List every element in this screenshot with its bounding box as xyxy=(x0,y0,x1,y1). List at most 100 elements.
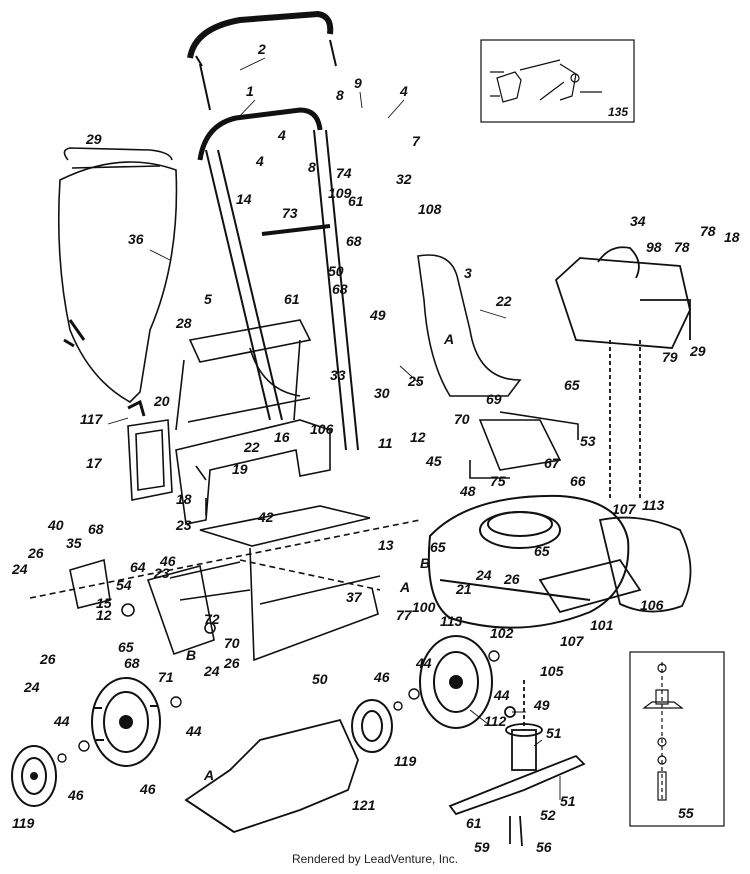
callout-5: 5 xyxy=(204,291,212,307)
callout-10: 9 xyxy=(354,75,362,91)
bag-frame xyxy=(175,319,312,431)
callout-A1: A xyxy=(443,331,454,347)
callout-69c: 68 xyxy=(88,521,104,537)
callout-58: 52 xyxy=(540,807,556,823)
callout-15: 15 xyxy=(96,595,112,611)
callout-12b: 12 xyxy=(96,607,112,623)
callout-111b: 107 xyxy=(560,633,585,649)
callout-98a: 78 xyxy=(700,223,716,239)
rear-wheel-spacers xyxy=(57,696,182,763)
blade-assembly xyxy=(448,680,586,847)
callout-40: 40 xyxy=(47,517,64,533)
callout-32: 29 xyxy=(689,343,706,359)
front-wheel-spacers xyxy=(393,650,500,711)
lower-handle xyxy=(197,107,359,451)
callout-44c: 44 xyxy=(185,723,202,739)
callout-61: 54 xyxy=(116,577,132,593)
rear-linkage xyxy=(469,411,579,479)
callout-44b: 44 xyxy=(415,655,432,671)
callout-100: 79 xyxy=(662,349,678,365)
callout-56: 51 xyxy=(560,793,576,809)
callout-26b: 24 xyxy=(11,561,28,577)
rear-bracket xyxy=(175,419,331,525)
callout-29: 28 xyxy=(175,315,192,331)
grass-bag xyxy=(57,147,178,403)
callout-105: 101 xyxy=(590,617,614,633)
callout-A3: A xyxy=(203,767,214,783)
callout-44d: 44 xyxy=(53,713,70,729)
callout-23: 23 xyxy=(175,517,192,533)
callout-73: 71 xyxy=(158,669,174,685)
callout-112b: 113 xyxy=(440,613,463,629)
callout-48: 46 xyxy=(139,781,156,797)
callout-78: 73 xyxy=(282,205,298,221)
inset-box-55 xyxy=(629,651,725,827)
height-adjuster xyxy=(29,519,421,656)
callout-46: 45 xyxy=(425,453,442,469)
callout-101: 98 xyxy=(646,239,662,255)
engine xyxy=(554,246,691,500)
callout-72: 70 xyxy=(224,635,240,651)
callout-52: 49 xyxy=(369,307,386,323)
callout-9: 8 xyxy=(308,159,316,175)
callout-68c: 65 xyxy=(118,639,134,655)
rear-shield xyxy=(417,254,522,397)
callout-69b: 68 xyxy=(332,281,348,297)
callout-38: 36 xyxy=(128,231,144,247)
callout-37: 35 xyxy=(66,535,82,551)
callout-3: 3 xyxy=(464,265,472,281)
callout-35: 33 xyxy=(330,367,346,383)
callout-54: 50 xyxy=(328,263,344,279)
callout-66: 65 xyxy=(430,539,446,555)
callout-65: 67 xyxy=(544,455,561,471)
callout-44a: 44 xyxy=(493,687,510,703)
inset-label-135: 135 xyxy=(608,105,628,119)
callout-34: 32 xyxy=(396,171,412,187)
callout-25: 23 xyxy=(153,565,170,581)
footer-credit: Rendered by LeadVenture, Inc. xyxy=(291,852,459,866)
callout-106: 102 xyxy=(490,625,514,641)
rear-wheel-cap xyxy=(11,745,57,807)
callout-51: 50 xyxy=(312,671,328,687)
callout-4b: 4 xyxy=(277,127,286,143)
callout-59: 53 xyxy=(580,433,596,449)
callout-63c: 61 xyxy=(466,815,482,831)
callout-B1: B xyxy=(420,555,430,571)
callout-28a: 26 xyxy=(503,571,520,587)
upper-handle xyxy=(187,10,337,111)
side-cover xyxy=(538,516,692,614)
callout-18: 18 xyxy=(176,491,192,507)
discharge-chute xyxy=(184,718,359,833)
callout-26a: 24 xyxy=(475,567,492,583)
callout-27: 25 xyxy=(407,373,424,389)
callout-79: 74 xyxy=(336,165,352,181)
callout-45: 46 xyxy=(159,553,176,569)
callout-22: 22 xyxy=(243,439,260,455)
leader-lines xyxy=(107,57,561,800)
callout-67: 66 xyxy=(570,473,586,489)
callout-8: 8 xyxy=(336,87,344,103)
callout-7: 7 xyxy=(412,133,421,149)
callout-14: 14 xyxy=(236,191,252,207)
callout-36: 34 xyxy=(630,213,646,229)
callout-62: 59 xyxy=(474,839,490,855)
callout-109: 105 xyxy=(540,663,564,679)
callout-75: 75 xyxy=(490,473,506,489)
callout-26d: 24 xyxy=(203,663,220,679)
callout-113: 112 xyxy=(484,713,507,729)
callout-108a: 106 xyxy=(310,421,334,437)
callout-112a: 113 xyxy=(642,497,665,513)
callout-63a: 61 xyxy=(348,193,364,209)
callout-26c: 24 xyxy=(23,679,40,695)
callout-19: 19 xyxy=(232,461,248,477)
callout-28b: 26 xyxy=(27,545,44,561)
callout-28d: 26 xyxy=(223,655,240,671)
callout-53: 49 xyxy=(533,697,550,713)
callout-24: 22 xyxy=(495,293,512,309)
callout-16: 16 xyxy=(274,429,290,445)
callout-68b: 65 xyxy=(534,543,550,559)
callout-28c: 26 xyxy=(39,651,56,667)
callout-labels: 2 1 9 8 4 7 4 4 8 74 109 32 61 108 29 36… xyxy=(11,41,740,855)
callout-49b: 46 xyxy=(67,787,84,803)
callout-77: 77 xyxy=(396,607,413,623)
